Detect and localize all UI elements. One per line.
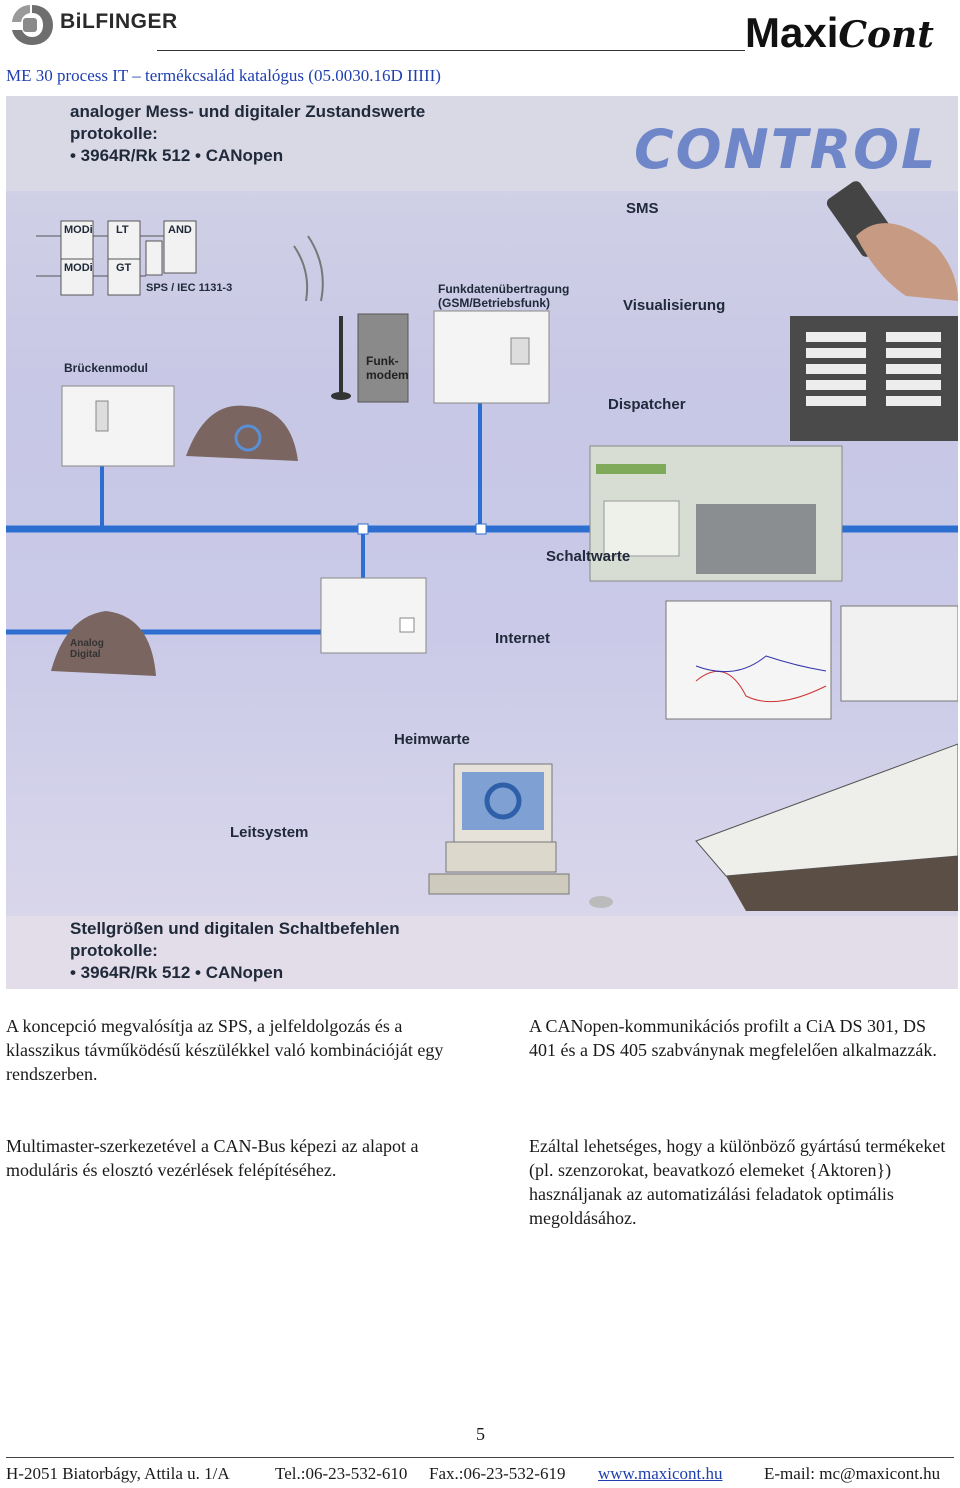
footer-website-link[interactable]: www.maxicont.hu <box>598 1464 723 1483</box>
left-paragraph-1: A koncepció megvalósítja az SPS, a jelfe… <box>6 1016 444 1084</box>
fb-and: AND <box>168 224 192 236</box>
brand-main: Maxi <box>745 9 839 56</box>
funk-label-line-1: Funkdatenübertragung <box>438 282 570 296</box>
brueckenmodul-label: Brückenmodul <box>64 361 149 375</box>
leitsystem-label: Leitsystem <box>230 824 309 841</box>
brand-script: Cont <box>838 14 934 56</box>
fb-modi-1: MODi <box>64 224 93 236</box>
internet-label: Internet <box>495 630 551 647</box>
left-paragraph-2: Multimaster-szerkezetével a CAN-Bus képe… <box>6 1136 419 1180</box>
visualisierung-label: Visualisierung <box>623 297 726 314</box>
fb-gt: GT <box>116 262 132 274</box>
bottom-heading-line-1: Stellgrößen und digitalen Schaltbefehlen <box>70 919 400 938</box>
top-heading-line-2: protokolle: <box>70 124 158 143</box>
dispatcher-label: Dispatcher <box>608 396 686 413</box>
bottom-heading-line-3: • 3964R/Rk 512 • CANopen <box>70 963 284 982</box>
footer-address: H-2051 Biatorbágy, Attila u. 1/A <box>6 1464 230 1483</box>
diagram-graphics <box>6 96 958 989</box>
company-logo-text: BiLFINGER <box>60 10 178 33</box>
footer-rule <box>6 1457 954 1458</box>
bridge-module <box>61 385 175 467</box>
sms-label: SMS <box>626 200 659 217</box>
fb-lt: LT <box>116 224 129 236</box>
bottom-heading: Stellgrößen und digitalen Schaltbefehlen… <box>70 918 400 984</box>
page-number: 5 <box>476 1424 485 1444</box>
funkmodem-label: Funk- modem <box>366 354 409 382</box>
right-paragraph-2: Ezáltal lehetséges, hogy a különböző gyá… <box>529 1136 946 1228</box>
top-heading-line-1: analoger Mess- und digitaler Zustandswer… <box>70 102 426 121</box>
funkmodem-line-1: Funk- <box>366 354 399 368</box>
footer-tel: Tel.:06-23-532-610 <box>275 1464 408 1483</box>
function-block-diagram <box>36 220 197 296</box>
analog-label: Analog <box>70 638 104 649</box>
top-heading-line-3: • 3964R/Rk 512 • CANopen <box>70 146 284 165</box>
funk-label: Funkdatenübertragung (GSM/Betriebsfunk) <box>438 282 569 310</box>
io-module <box>320 577 427 654</box>
digital-label: Digital <box>70 649 101 660</box>
right-paragraph-1: A CANopen-kommunikációs profilt a CiA DS… <box>529 1016 937 1060</box>
system-diagram: CONTROL analoger Mess- und digitaler Zus… <box>6 96 958 989</box>
funkmodem-line-2: modem <box>366 368 409 382</box>
header-rule <box>157 50 745 51</box>
radio-data-module <box>433 310 550 404</box>
top-heading: analoger Mess- und digitaler Zustandswer… <box>70 101 425 167</box>
footer-email[interactable]: E-mail: mc@maxicont.hu <box>764 1464 941 1483</box>
analog-digital-label: Analog Digital <box>70 638 104 660</box>
heimwarte-label: Heimwarte <box>394 731 470 748</box>
brand-logo: MaxiCont <box>745 12 934 54</box>
fb-modi-2: MODi <box>64 262 93 274</box>
schaltwarte-label: Schaltwarte <box>546 548 631 565</box>
catalog-subtitle: ME 30 process IT – termékcsalád katalógu… <box>6 66 441 85</box>
sps-label: SPS / IEC 1131-3 <box>146 282 233 294</box>
control-wordmark: CONTROL <box>634 118 938 181</box>
bilfinger-logo-icon <box>12 5 53 45</box>
bottom-heading-line-2: protokolle: <box>70 941 158 960</box>
footer-fax: Fax.:06-23-532-619 <box>429 1464 566 1483</box>
funk-label-line-2: (GSM/Betriebsfunk) <box>438 296 551 310</box>
